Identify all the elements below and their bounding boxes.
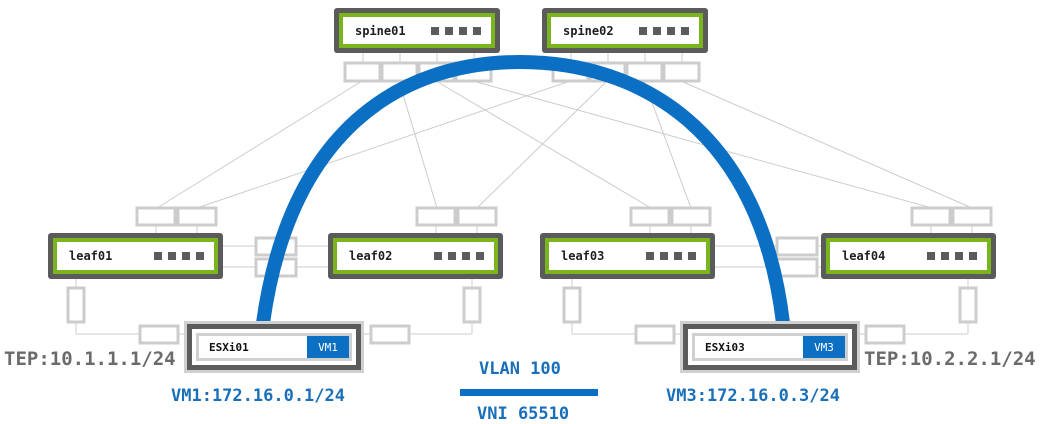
vm-ip-label-1: VM1:172.16.0.1/24 [171, 386, 345, 406]
port-indicators [646, 252, 696, 260]
fabric-link [476, 80, 608, 209]
fabric-link [435, 80, 652, 209]
leaf-switch-2[interactable]: leaf02 [328, 233, 503, 279]
spine-port [662, 61, 701, 83]
legend-line [460, 389, 598, 396]
leaf-switch-1[interactable]: leaf01 [48, 233, 223, 279]
leaf-uplink-port [456, 206, 498, 227]
port-indicators [639, 26, 689, 35]
leaf-uplink-port [670, 206, 712, 227]
fabric-link [156, 80, 363, 209]
downlink-port [462, 286, 482, 324]
spine-port [625, 61, 664, 83]
host-port [864, 324, 906, 345]
vni-label: VNI 65510 [477, 404, 570, 424]
spine-port [380, 61, 419, 83]
leaf-uplink-port [415, 206, 457, 227]
leaf-uplink-port [135, 206, 177, 227]
switch-name: spine01 [355, 23, 406, 38]
spine-switch-1[interactable]: spine01 [334, 8, 500, 53]
switch-name: spine02 [563, 23, 614, 38]
host-port [369, 324, 411, 345]
vxlan-tunnel-arc [256, 54, 790, 324]
fabric-link [472, 80, 933, 209]
downlink-port [66, 286, 86, 324]
spine-port [343, 61, 382, 83]
downlink-port [562, 286, 582, 324]
esxi-host-1[interactable]: ESXi01 VM1 [184, 321, 364, 373]
fabric-link [398, 80, 438, 209]
peer-link-port [775, 257, 819, 278]
peer-link-port [775, 236, 819, 257]
fabric-link [680, 80, 973, 209]
host-name: ESXi03 [705, 340, 745, 354]
fabric-link [196, 80, 571, 209]
leaf-uplink-port [910, 206, 952, 227]
downlink-port [958, 286, 978, 324]
host-port [138, 324, 180, 345]
spine-switch-2[interactable]: spine02 [542, 8, 708, 53]
port-indicators [434, 252, 484, 260]
tep-label-3: TEP:10.2.2.1/24 [864, 348, 1036, 370]
switch-name: leaf04 [842, 249, 886, 263]
switch-name: leaf02 [349, 249, 393, 263]
leaf-uplink-port [176, 206, 218, 227]
esxi-host-3[interactable]: ESXi03 VM3 [680, 321, 860, 373]
host-name: ESXi01 [209, 340, 249, 354]
tep-label-1: TEP:10.1.1.1/24 [4, 348, 176, 370]
vlan-label: VLAN 100 [479, 359, 561, 379]
host-port [634, 324, 676, 345]
switch-name: leaf01 [69, 249, 113, 263]
vm-ip-label-3: VM3:172.16.0.3/24 [666, 386, 840, 406]
port-indicators [431, 26, 481, 35]
vm-badge[interactable]: VM1 [307, 336, 349, 358]
vm-badge[interactable]: VM3 [803, 336, 845, 358]
leaf-uplink-port [951, 206, 993, 227]
switch-name: leaf03 [561, 249, 605, 263]
leaf-switch-4[interactable]: leaf04 [821, 233, 996, 279]
leaf-uplink-port [629, 206, 671, 227]
leaf-switch-3[interactable]: leaf03 [540, 233, 715, 279]
port-indicators [927, 252, 977, 260]
port-indicators [154, 252, 204, 260]
